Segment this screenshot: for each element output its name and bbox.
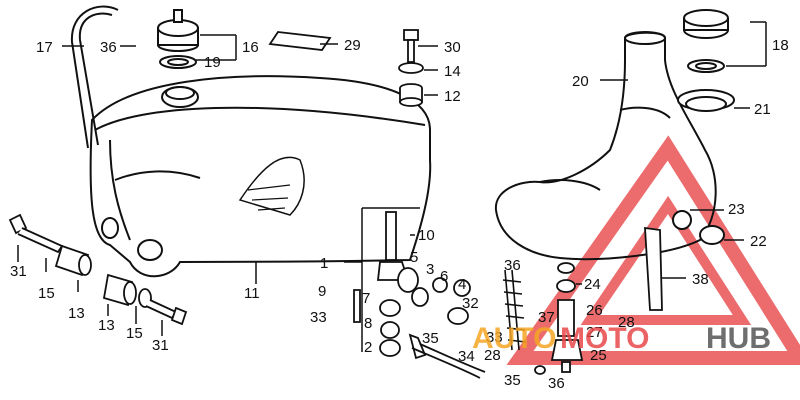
callout-3: 3 bbox=[426, 261, 434, 278]
strainer-parts-right bbox=[534, 262, 584, 375]
callout-32: 32 bbox=[462, 295, 479, 312]
callout-35-left: 35 bbox=[422, 330, 439, 347]
watermark-wordmark: AUTO MOTO HUB bbox=[472, 322, 771, 355]
gasket-23 bbox=[672, 210, 692, 230]
callout-36-top: 36 bbox=[100, 39, 117, 56]
callout-16: 16 bbox=[242, 39, 259, 56]
callout-37: 37 bbox=[538, 309, 555, 326]
callout-11: 11 bbox=[244, 285, 260, 302]
callout-10: 10 bbox=[418, 227, 435, 244]
callout-35-bottom: 35 bbox=[504, 372, 521, 389]
callout-31-left: 31 bbox=[10, 263, 27, 280]
callout-21: 21 bbox=[754, 101, 771, 118]
callout-7: 7 bbox=[362, 290, 370, 307]
bushing-13-left bbox=[54, 244, 92, 277]
callout-36-bottom: 36 bbox=[548, 375, 565, 392]
callout-28-right: 28 bbox=[618, 314, 635, 331]
callout-27: 27 bbox=[586, 324, 603, 341]
callout-26: 26 bbox=[586, 302, 603, 319]
mount-bolt-30 bbox=[403, 29, 419, 63]
cap-ring-21 bbox=[677, 89, 735, 112]
callout-12: 12 bbox=[444, 88, 461, 105]
callout-33-left: 33 bbox=[310, 309, 327, 326]
callout-labels: 17 36 16 19 29 30 14 12 18 20 21 23 22 3… bbox=[10, 37, 789, 392]
callout-15-right: 15 bbox=[126, 325, 143, 342]
callout-1: 1 bbox=[320, 255, 328, 272]
fuel-gauge-rod-38 bbox=[644, 226, 663, 311]
callout-8: 8 bbox=[364, 315, 372, 332]
callout-28-left: 28 bbox=[484, 347, 501, 364]
gasket-19 bbox=[159, 55, 197, 69]
rubber-mount-12 bbox=[399, 83, 423, 107]
watermark-moto: MOTO bbox=[560, 322, 649, 355]
fuel-cap-18 bbox=[683, 9, 729, 39]
callout-19: 19 bbox=[204, 54, 221, 71]
callout-17: 17 bbox=[36, 39, 53, 56]
callout-13-left: 13 bbox=[68, 305, 85, 322]
callout-25: 25 bbox=[590, 347, 607, 364]
callout-22: 22 bbox=[750, 233, 767, 250]
label-plate-29 bbox=[268, 31, 332, 51]
callout-24: 24 bbox=[584, 276, 601, 293]
callout-20: 20 bbox=[572, 73, 589, 90]
bushing-13-right bbox=[102, 273, 137, 307]
drain-plug-22 bbox=[699, 225, 725, 245]
breather-hose-17 bbox=[70, 5, 119, 149]
callout-36-right: 36 bbox=[504, 257, 521, 274]
callout-34: 34 bbox=[458, 348, 475, 365]
callout-38: 38 bbox=[692, 271, 709, 288]
callout-4: 4 bbox=[458, 276, 466, 293]
mounting-bolt-31-right bbox=[138, 288, 188, 326]
callout-33-right: 33 bbox=[486, 329, 503, 346]
fuel-hose-34 bbox=[411, 343, 486, 379]
mounting-bolt-31-left bbox=[8, 213, 64, 254]
filter-screen-28 bbox=[502, 269, 527, 351]
watermark-triangle-logo bbox=[506, 135, 800, 365]
watermark-hub: HUB bbox=[706, 322, 771, 355]
fuel-cap-16 bbox=[157, 9, 199, 52]
callout-23: 23 bbox=[728, 201, 745, 218]
callout-2: 2 bbox=[364, 339, 372, 356]
callout-6: 6 bbox=[440, 268, 448, 285]
callout-29: 29 bbox=[344, 37, 361, 54]
callout-18: 18 bbox=[772, 37, 789, 54]
fuel-valve-assembly bbox=[353, 211, 471, 360]
fuel-tank-right bbox=[494, 31, 717, 261]
callout-30: 30 bbox=[444, 39, 461, 56]
callout-14: 14 bbox=[444, 63, 461, 80]
leader-lines bbox=[17, 21, 767, 352]
fuel-tank-left bbox=[89, 75, 432, 278]
watermark-auto: AUTO bbox=[472, 322, 556, 355]
callout-13-right: 13 bbox=[98, 317, 115, 334]
callout-9: 9 bbox=[318, 283, 326, 300]
washer-14 bbox=[398, 62, 424, 74]
callout-5: 5 bbox=[410, 249, 418, 266]
callout-31-right: 31 bbox=[152, 337, 169, 354]
gasket-18 bbox=[687, 59, 725, 73]
callout-15-left: 15 bbox=[38, 285, 55, 302]
